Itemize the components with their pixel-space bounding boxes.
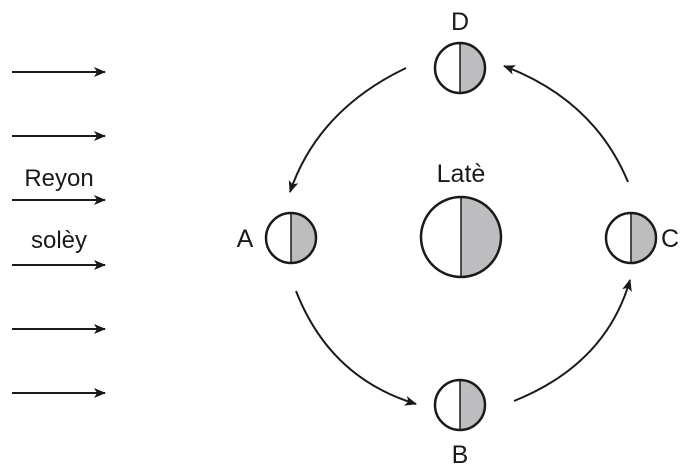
earth-shadow-half xyxy=(461,197,501,277)
earth xyxy=(419,195,503,279)
earth-label: Latè xyxy=(437,160,486,188)
moon-c xyxy=(604,211,658,265)
moon-b xyxy=(433,378,487,432)
sunlight-label-line2: solèy xyxy=(31,227,87,254)
moon-label-d: D xyxy=(451,8,469,36)
moon-label-a: A xyxy=(237,225,254,253)
orbit-arrow-a-to-b xyxy=(295,290,417,406)
moon-a xyxy=(264,211,318,265)
sunlight-label-line1: Reyon xyxy=(24,165,93,192)
earth-outline xyxy=(419,195,503,279)
moon-label-b: B xyxy=(452,441,469,469)
orbit-arrow-b-to-c xyxy=(513,279,632,402)
moon-label-c: C xyxy=(661,225,679,253)
sun-rays xyxy=(12,67,106,398)
orbit-arrow-c-to-d xyxy=(503,65,629,183)
orbit-arrow-d-to-a xyxy=(288,67,407,193)
moon-d xyxy=(433,41,487,95)
orbit-arrows xyxy=(288,65,632,406)
